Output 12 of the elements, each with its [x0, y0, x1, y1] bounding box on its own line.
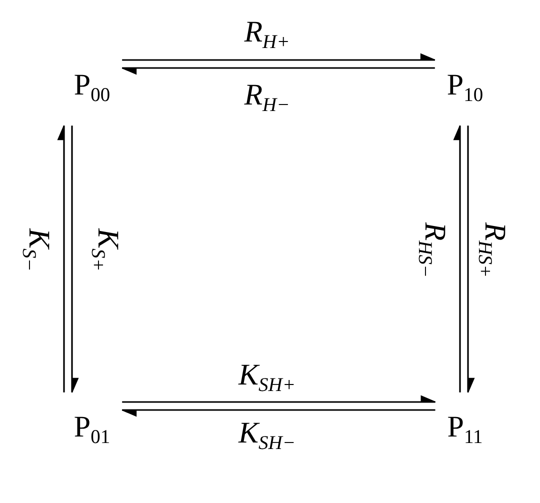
harpoon-arrow	[122, 54, 436, 61]
harpoon-arrow	[58, 125, 65, 392]
harpoon-arrow	[467, 126, 474, 393]
harpoon-arrow	[122, 67, 435, 74]
harpoon-arrow	[122, 396, 436, 403]
state-label: P$_{00}$	[62, 50, 122, 126]
harpoon-arrow	[454, 125, 461, 392]
harpoon-arrow	[71, 126, 78, 393]
state-label: P$_{01}$	[62, 392, 122, 468]
state-label: P$_{11}$	[435, 392, 495, 468]
harpoon-arrow	[122, 409, 436, 416]
state-label: P$_{10}$	[434, 50, 496, 126]
